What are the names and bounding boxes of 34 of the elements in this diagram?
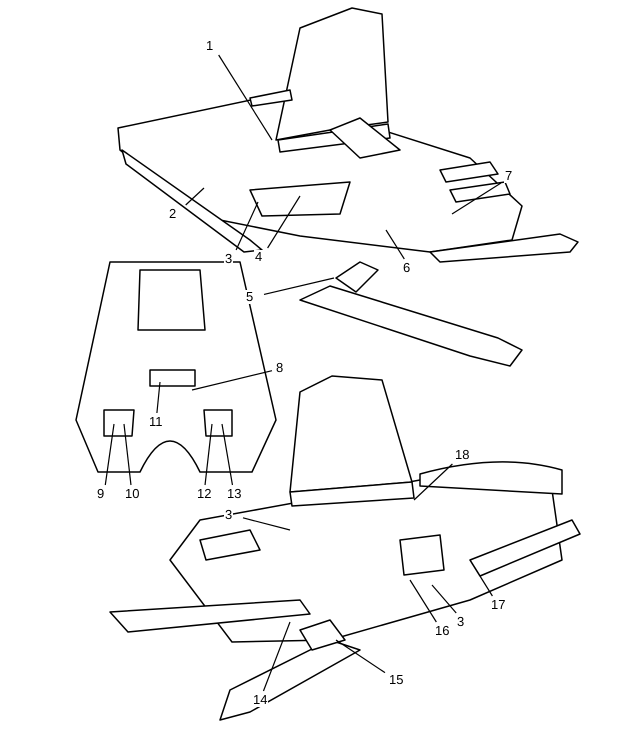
callout-number: 7	[504, 169, 514, 183]
leader-line	[410, 580, 437, 622]
leader-line	[470, 560, 493, 596]
leader-line	[262, 622, 291, 692]
leader-line	[218, 54, 272, 140]
leader-line	[386, 230, 405, 260]
callout-number: 5	[245, 290, 254, 304]
callout-number: 15	[388, 673, 404, 687]
callout-number: 13	[226, 487, 242, 501]
leader-line	[156, 382, 161, 414]
callout-number: 14	[252, 693, 268, 707]
leader-line	[267, 196, 300, 248]
callout-number: 10	[124, 487, 140, 501]
leader-line	[432, 584, 457, 614]
callout-number: 11	[148, 415, 164, 429]
callout-number: 4	[254, 250, 264, 264]
callout-number: 3	[224, 252, 234, 266]
callout-number: 3	[224, 508, 234, 522]
callout-number: 8	[275, 361, 284, 375]
callout-number: 1	[205, 39, 214, 53]
callout-number: 6	[402, 261, 412, 275]
leader-line	[336, 640, 386, 674]
leader-line	[414, 464, 453, 500]
leader-line	[264, 277, 334, 295]
callout-number: 17	[490, 598, 506, 612]
leader-line	[192, 370, 272, 391]
callout-number: 16	[434, 624, 450, 638]
callout-number: 18	[454, 448, 470, 462]
callout-number: 2	[168, 207, 178, 221]
leader-line	[185, 188, 204, 206]
callout-number: 3	[456, 615, 466, 629]
leader-line	[221, 424, 234, 486]
callout-number: 12	[196, 487, 212, 501]
callout-number: 9	[96, 487, 106, 501]
